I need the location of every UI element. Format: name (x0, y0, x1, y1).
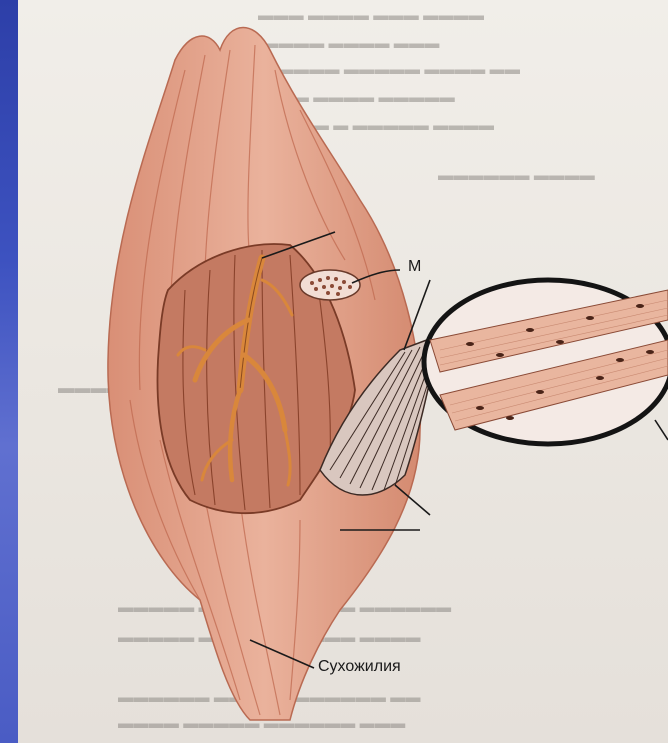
bundle-cross-section (300, 270, 360, 300)
label-m: М (408, 258, 421, 276)
label-tendons: Сухожилия (318, 658, 401, 676)
